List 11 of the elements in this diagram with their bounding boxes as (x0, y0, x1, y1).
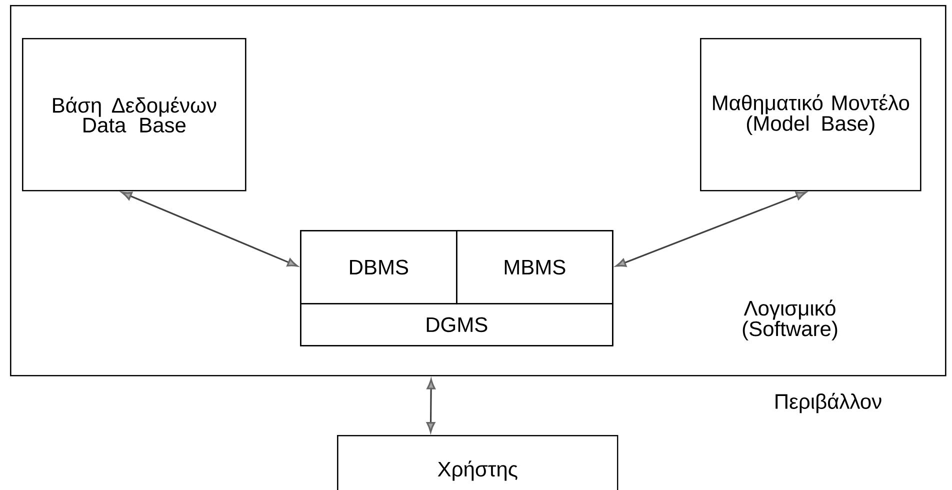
area-label: Λογισμικό (Software) (742, 300, 838, 340)
table-cell: DBMS (300, 230, 458, 304)
arrow (616, 192, 806, 267)
environment-label: Περιβάλλον (776, 392, 882, 414)
table-cell: DGMS (300, 303, 614, 346)
table-cell: MBMS (456, 230, 614, 304)
model-box: Μαθηματικό Μοντέλο (Model Base) (700, 38, 922, 192)
user-box: Χρήστης (337, 435, 618, 490)
database-box: Βάση Δεδομένων Data Base (22, 38, 246, 192)
arrow (426, 378, 436, 433)
arrow (121, 192, 298, 267)
